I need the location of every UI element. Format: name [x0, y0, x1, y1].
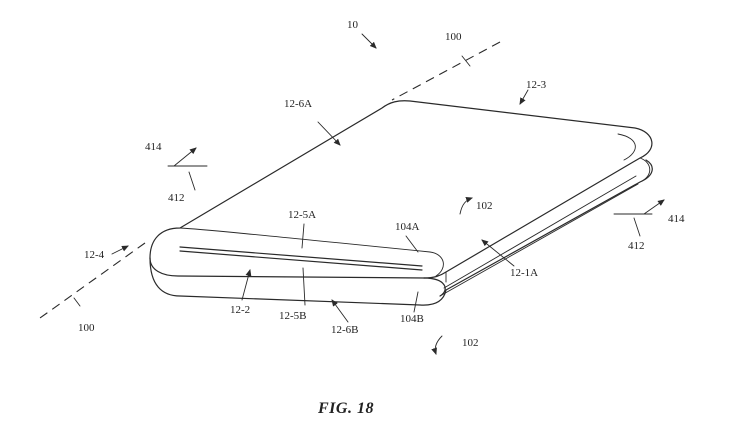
label-surface-12-1a: 12-1A [510, 267, 538, 279]
label-side-12-3: 12-3 [526, 79, 547, 91]
label-region-104a: 104A [395, 221, 420, 233]
leader-lines [111, 33, 641, 355]
label-surface-12-6b: 12-6B [331, 324, 359, 336]
label-device: 10 [347, 19, 359, 31]
label-surface-12-6a: 12-6A [284, 98, 312, 110]
label-axis-414-right: 414 [668, 213, 685, 225]
label-axis-412-left: 412 [168, 192, 185, 204]
figure-caption: FIG. 18 [317, 400, 374, 417]
label-region-104b: 104B [400, 313, 424, 325]
axis-414-right-marker [613, 199, 665, 215]
label-surface-12-5a: 12-5A [288, 209, 316, 221]
label-side-12-4: 12-4 [84, 249, 105, 261]
lower-housing-outline [149, 159, 653, 306]
label-axis-414-left: 414 [145, 141, 162, 153]
label-rotation-102-bottom: 102 [462, 337, 479, 349]
upper-housing-outline [149, 100, 653, 279]
label-surface-12-2: 12-2 [230, 304, 250, 316]
label-axis-412-right: 412 [628, 240, 645, 252]
fold-axis-line [39, 41, 501, 319]
label-surface-12-5b: 12-5B [279, 310, 307, 322]
label-axis-bottom: 100 [78, 322, 95, 334]
label-axis-top: 100 [445, 31, 462, 43]
label-rotation-102-top: 102 [476, 200, 493, 212]
axis-414-left-marker [167, 147, 208, 167]
